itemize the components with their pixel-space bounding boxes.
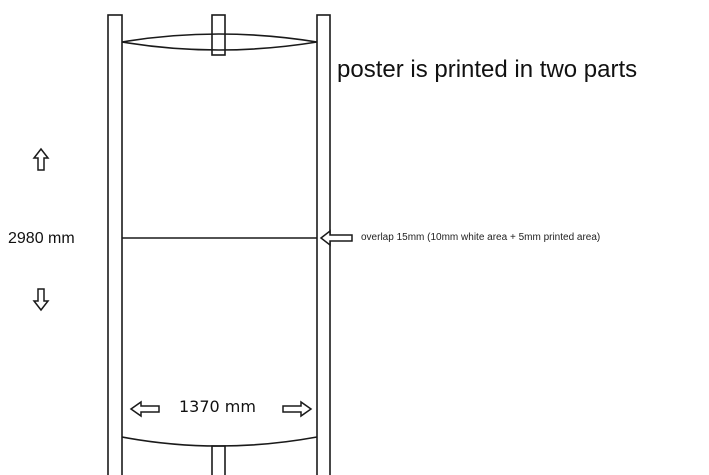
poster-title: poster is printed in two parts	[337, 56, 638, 83]
top-spreader-lower-curve	[121, 41, 318, 51]
arrow-down-outline-icon	[32, 288, 50, 312]
width-dimension-label: 1370 mm	[179, 397, 256, 416]
top-center-post	[211, 14, 226, 56]
height-dimension-label: 2980 mm	[8, 230, 75, 247]
overlap-note: overlap 15mm (10mm white area + 5mm prin…	[361, 232, 601, 243]
bottom-spreader-curve	[121, 436, 318, 447]
overlap-pointer-icon	[319, 229, 353, 247]
left-pole	[107, 14, 123, 475]
arrow-right-outline-icon	[282, 400, 313, 418]
bottom-center-post	[211, 445, 226, 475]
right-pole	[316, 14, 331, 475]
arrow-up-outline-icon	[32, 147, 50, 171]
arrow-left-outline-icon	[129, 400, 160, 418]
top-spreader-upper-curve	[121, 33, 318, 43]
